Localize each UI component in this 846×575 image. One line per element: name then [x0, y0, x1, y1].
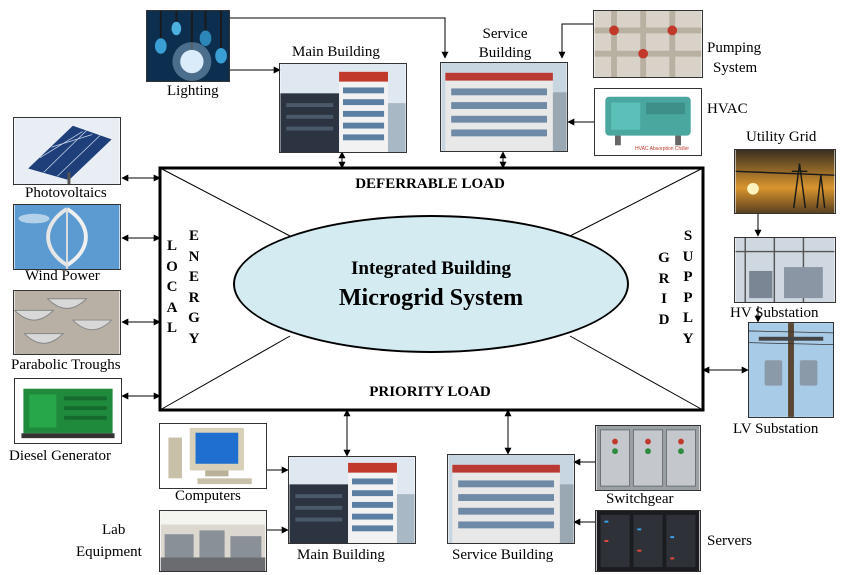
frame-diagonal — [159, 335, 291, 411]
lighting-image — [146, 10, 230, 82]
lab-image — [159, 510, 267, 572]
local-label: LOCAL — [166, 238, 178, 336]
hvac-image: HVAC Absorption Chiller — [594, 88, 702, 156]
grid-label: GRID — [658, 250, 670, 328]
parabolic-label: Parabolic Troughs — [11, 357, 121, 373]
hv-substation-image — [734, 237, 836, 303]
wind-image — [13, 204, 121, 270]
microgrid-title-line1: Integrated Building — [351, 258, 511, 279]
main-building-top-label: Main Building — [292, 44, 380, 60]
building-icon — [289, 457, 415, 543]
switchgear-icon — [596, 426, 700, 490]
lab-label-1: Lab — [102, 522, 126, 538]
computers-label: Computers — [175, 488, 241, 504]
parabolic-image — [13, 290, 121, 355]
service-building-bottom-label: Service Building — [452, 547, 554, 563]
pumping-arrow — [558, 23, 593, 59]
pumping-image — [593, 10, 703, 78]
lv-substation-label: LV Substation — [733, 421, 819, 437]
utility-grid-image — [734, 149, 836, 214]
service-building-top-label-2: Building — [478, 45, 532, 61]
transmission-tower-icon — [735, 150, 835, 213]
supply-label: SUPPLY — [682, 228, 694, 347]
deferrable-load-label: DEFERRABLE LOAD — [355, 176, 505, 192]
computer-icon — [160, 424, 266, 488]
bulbs-icon — [147, 11, 229, 81]
substation-icon — [735, 238, 835, 302]
chiller-icon — [595, 89, 701, 155]
lab-equipment-icon — [160, 511, 266, 571]
generator-icon — [15, 379, 121, 443]
photovoltaics-image — [13, 117, 121, 185]
pipes-icon — [594, 11, 702, 77]
parabolic-trough-icon — [14, 291, 120, 354]
main-building-bottom-image — [288, 456, 416, 544]
photovoltaics-label: Photovoltaics — [25, 185, 107, 201]
solar-panel-icon — [14, 118, 120, 184]
microgrid-ellipse — [233, 215, 629, 353]
service-building-bottom-image — [447, 454, 575, 544]
building-icon — [280, 64, 406, 152]
utility-grid-label: Utility Grid — [746, 129, 817, 145]
hvac-label: HVAC — [707, 101, 748, 117]
service-building-top-image — [440, 62, 568, 152]
building-icon — [441, 63, 567, 151]
frame-diagonal — [159, 167, 291, 237]
wind-label: Wind Power — [25, 268, 100, 284]
computers-image — [159, 423, 267, 489]
servers-image — [595, 510, 701, 572]
building-icon — [448, 455, 574, 543]
main-building-top-image — [279, 63, 407, 153]
pumping-label-1: Pumping — [707, 40, 762, 56]
switchgear-image — [595, 425, 701, 491]
pumping-label-2: System — [713, 60, 758, 76]
switchgear-label: Switchgear — [606, 491, 674, 507]
servers-label: Servers — [707, 533, 752, 549]
lv-substation-image — [748, 322, 834, 418]
priority-load-label: PRIORITY LOAD — [369, 384, 491, 400]
hv-substation-label: HV Substation — [730, 305, 819, 321]
service-building-top-label-1: Service — [482, 26, 528, 42]
lighting-label: Lighting — [167, 83, 219, 99]
wind-turbine-icon — [14, 205, 120, 269]
energy-label: ENERGY — [188, 228, 200, 347]
lab-label-2: Equipment — [76, 544, 142, 560]
hvac-plate-text: HVAC Absorption Chiller — [635, 146, 690, 152]
main-building-bottom-label: Main Building — [297, 547, 385, 563]
diesel-label: Diesel Generator — [9, 448, 112, 464]
microgrid-title-line2: Microgrid System — [338, 285, 524, 311]
pole-transformer-icon — [749, 323, 833, 417]
server-rack-icon — [596, 511, 700, 571]
diesel-image — [14, 378, 122, 444]
